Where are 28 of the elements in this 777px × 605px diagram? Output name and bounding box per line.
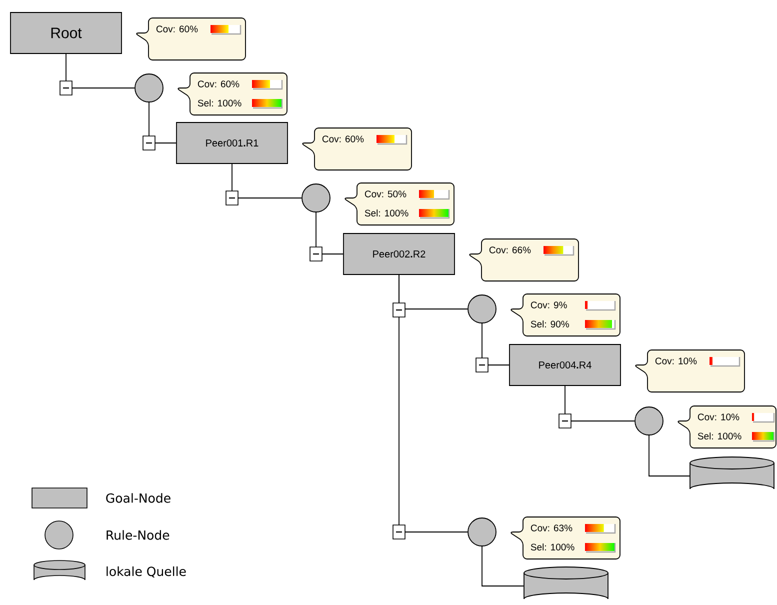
goal-box: Peer002.R2 [343, 233, 455, 275]
callout-bubble: Cov: 60% [302, 128, 412, 170]
connector-line [316, 212, 344, 254]
legend-label: Rule-Node [106, 530, 170, 540]
legend-label: Goal-Node [106, 493, 170, 503]
rule-circle [468, 518, 496, 546]
callout-bubble: Cov: 10% Sel: 100% [678, 406, 776, 448]
goal-box: Peer001.R1 [176, 122, 288, 164]
connector-line [148, 102, 176, 144]
callout-bubble: Cov: 10% [635, 350, 745, 392]
source-cylinder [524, 566, 608, 600]
rule-circle [134, 74, 164, 102]
rule-circle [634, 406, 664, 436]
source-cylinder [690, 456, 774, 490]
rule-circle [302, 184, 330, 212]
callout-bubble: Cov: 60% [136, 18, 246, 60]
connector-line [482, 323, 510, 366]
legend-label: lokale Quelle [106, 566, 186, 578]
goal-box: Peer004.R4 [509, 344, 621, 386]
connector-line [398, 274, 468, 532]
connector-line [564, 386, 635, 422]
rule-circle [468, 294, 496, 324]
connector-line [232, 164, 302, 198]
goal-box: Root [10, 12, 122, 54]
callout-bubble: Cov: 66% [469, 238, 579, 282]
connector-line [482, 546, 524, 586]
connector-line [648, 435, 690, 476]
connector-line [66, 54, 135, 88]
